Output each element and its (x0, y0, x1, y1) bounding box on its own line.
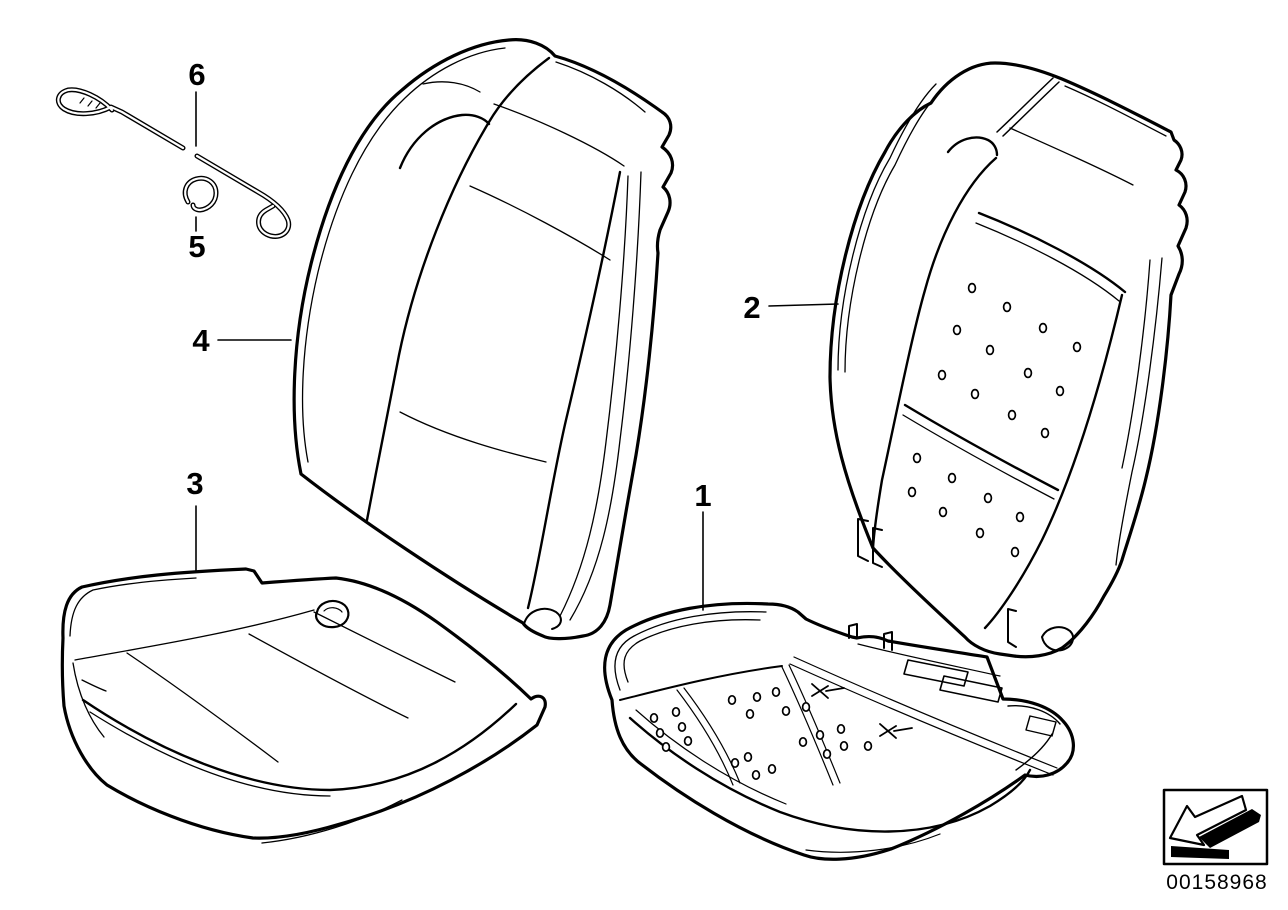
cushion-pad-vent-holes (649, 686, 873, 781)
seat-cushion-pad-drawing (603, 601, 1075, 861)
backrest-cover-drawing (292, 38, 675, 641)
callout-3-number: 3 (186, 466, 203, 501)
callout-2-leader (768, 303, 839, 307)
stamp: 00158968 (1162, 788, 1269, 894)
direction-arrow-icon (1168, 794, 1261, 859)
callouts (195, 91, 839, 611)
stamp-part-number: 00158968 (1166, 871, 1267, 894)
tension-wire-drawing (55, 87, 292, 239)
seat-cushion-cover-drawing (60, 567, 547, 844)
backrest-pad-drawing (828, 61, 1189, 659)
callout-6-number: 6 (188, 57, 205, 92)
backrest-pad-vent-holes (907, 282, 1082, 558)
retaining-clip-drawing (182, 175, 219, 213)
callout-1-number: 1 (694, 478, 711, 513)
callout-2-number: 2 (743, 290, 760, 325)
callout-4-number: 4 (192, 323, 210, 358)
callout-5-number: 5 (188, 229, 205, 264)
